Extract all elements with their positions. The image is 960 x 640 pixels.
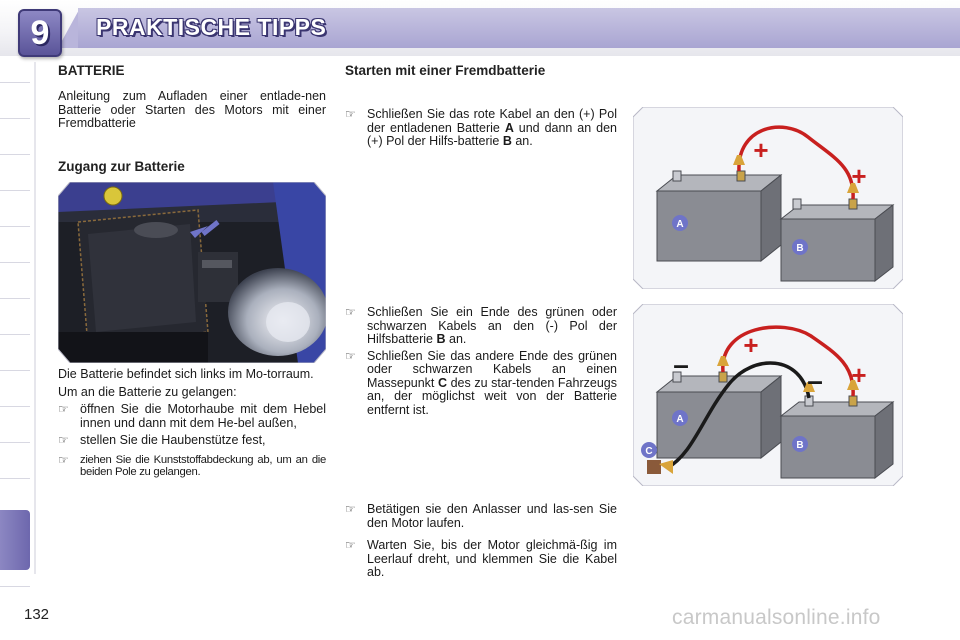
left-column: BATTERIE Anleitung zum Aufladen einer en… — [58, 60, 326, 174]
pointing-hand-icon: ☞ — [345, 305, 356, 319]
plus-sign: + — [851, 161, 866, 191]
side-tab[interactable] — [0, 190, 30, 191]
section-heading-fremdbatterie: Starten mit einer Fremdbatterie — [345, 63, 546, 78]
figure-red-cable: A B + + — [632, 106, 904, 290]
subheading-access: Zugang zur Batterie — [58, 158, 185, 174]
pointing-hand-icon: ☞ — [58, 452, 69, 467]
access-intro: Um an die Batterie zu gelangen: — [58, 384, 237, 399]
chapter-side-tabs — [0, 62, 36, 587]
jump-step-1: ☞ Schließen Sie das rote Kabel an den (+… — [345, 107, 617, 148]
pointing-hand-icon: ☞ — [345, 502, 356, 516]
battery-b-label: B — [796, 243, 803, 254]
jump-step-2: ☞ Schließen Sie ein Ende des grünen oder… — [345, 305, 617, 346]
battery-a-label: A — [676, 414, 683, 425]
side-tab[interactable] — [0, 478, 30, 479]
battery-a — [655, 170, 783, 263]
side-tab[interactable] — [0, 442, 30, 443]
pointing-hand-icon: ☞ — [345, 107, 356, 121]
chapter-badge: 9 — [18, 9, 62, 57]
left-column-lower: Die Batterie befindet sich links im Mo-t… — [58, 367, 326, 479]
side-tab[interactable] — [0, 82, 30, 83]
engine-bay-illustration — [57, 181, 327, 364]
engine-bay-photo — [57, 181, 327, 364]
jump-step-4: ☞ Betätigen sie den Anlasser und las-sen… — [345, 502, 617, 530]
pointing-hand-icon: ☞ — [345, 538, 356, 552]
figure-ground-cable: A B C + + – – — [632, 303, 904, 487]
access-step-2: ☞ stellen Sie die Haubenstütze fest, — [58, 433, 266, 447]
battery-a — [655, 371, 783, 460]
side-tab[interactable] — [0, 154, 30, 155]
plus-sign: + — [851, 360, 866, 390]
side-tab[interactable] — [0, 226, 30, 227]
title-band — [78, 8, 960, 48]
side-tab[interactable] — [0, 262, 30, 263]
intro-text: Anleitung zum Aufladen einer entlade-nen… — [58, 89, 326, 130]
pointing-hand-icon: ☞ — [345, 348, 356, 363]
side-tab[interactable] — [0, 586, 30, 587]
access-step-1: ☞ öffnen Sie die Motorhaube mit dem Hebe… — [58, 402, 326, 430]
location-text: Die Batterie befindet sich links im Mo-t… — [58, 367, 314, 381]
battery-b — [779, 198, 895, 283]
jumper-ground-cable-diagram: A B C + + – – — [632, 303, 904, 487]
section-heading-batterie: BATTERIE — [58, 63, 125, 78]
access-step-3: ☞ ziehen Sie die Kunststoffabdeckung ab,… — [58, 452, 326, 478]
page-number: 132 — [24, 606, 50, 623]
minus-sign: – — [807, 365, 823, 396]
middle-column: Starten mit einer Fremdbatterie ☞ Schlie… — [345, 60, 617, 149]
plus-sign: + — [753, 135, 768, 165]
side-tab[interactable] — [0, 118, 30, 119]
pointing-hand-icon: ☞ — [58, 402, 69, 416]
side-tab[interactable] — [0, 370, 30, 371]
side-tab-active[interactable] — [0, 510, 30, 570]
battery-b — [779, 395, 895, 480]
side-tab[interactable] — [0, 298, 30, 299]
middle-column-3: ☞ Betätigen sie den Anlasser und las-sen… — [345, 502, 617, 580]
side-tab[interactable] — [0, 334, 30, 335]
ground-point-label: C — [645, 446, 652, 457]
jumper-red-cable-diagram: A B + + — [632, 106, 904, 290]
middle-column-2: ☞ Schließen Sie ein Ende des grünen oder… — [345, 305, 617, 417]
jump-step-3: ☞ Schließen Sie das andere Ende des grün… — [345, 348, 617, 417]
page-title: PRAKTISCHE TIPPS — [96, 14, 327, 40]
battery-b-label: B — [796, 440, 803, 451]
chapter-number: 9 — [30, 13, 50, 52]
side-tab[interactable] — [0, 406, 30, 407]
plus-sign: + — [743, 330, 758, 360]
minus-sign: – — [673, 349, 689, 380]
title-band-corner — [58, 8, 80, 48]
watermark: carmanualsonline.info — [672, 606, 881, 629]
battery-a-label: A — [676, 219, 683, 230]
pointing-hand-icon: ☞ — [58, 433, 69, 447]
jump-step-5: ☞ Warten Sie, bis der Motor gleichmä-ßig… — [345, 538, 617, 579]
